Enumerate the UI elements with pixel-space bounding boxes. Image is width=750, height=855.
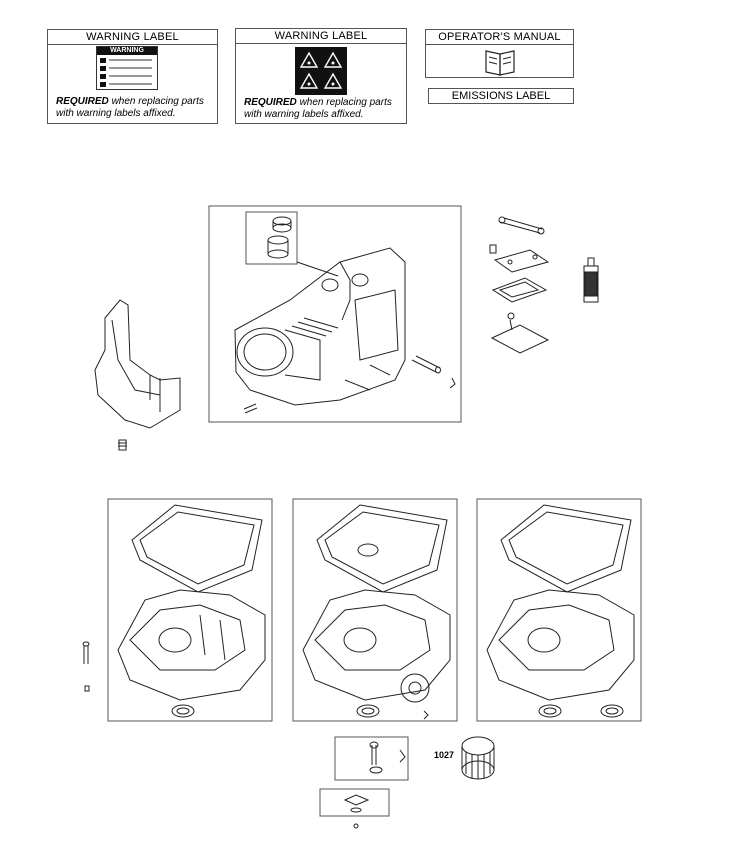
sump-gasket-icon-3 bbox=[500, 504, 632, 593]
oil-seal-icon-3 bbox=[538, 704, 562, 718]
oil-seal-icon-2 bbox=[356, 704, 380, 718]
breather-plate-icon bbox=[490, 312, 550, 354]
operators-manual-title: OPERATOR'S MANUAL bbox=[426, 30, 573, 45]
warning-label-box-1: WARNING LABEL WARNING REQUIRED when repl… bbox=[47, 29, 218, 124]
plug-icon bbox=[449, 377, 456, 389]
sump-frame-2 bbox=[292, 498, 458, 722]
small-clip-icon bbox=[423, 710, 429, 720]
oil-seal-icon-1 bbox=[171, 704, 195, 718]
sump-bolt-icon bbox=[82, 641, 90, 664]
required-line2-1: with warning labels affixed. bbox=[56, 108, 176, 119]
sump-icon-3 bbox=[486, 589, 635, 701]
bushing-inset-box bbox=[245, 211, 298, 265]
required-rest-2: when replacing parts bbox=[296, 97, 392, 108]
shroud-bracket-icon bbox=[94, 299, 181, 429]
screw-icon bbox=[118, 439, 127, 451]
breather-cover-icon bbox=[493, 249, 550, 273]
sticker-header-text: WARNING bbox=[97, 47, 157, 55]
oil-filter-part-number: 1027 bbox=[434, 750, 455, 760]
dipstick-icon bbox=[369, 741, 406, 774]
warning-label-title-2: WARNING LABEL bbox=[236, 29, 406, 44]
required-note-1: REQUIRED when replacing parts with warni… bbox=[56, 96, 204, 120]
sump-frame-3 bbox=[476, 498, 642, 722]
sump-frame-1 bbox=[107, 498, 273, 722]
small-washer-icon bbox=[353, 823, 359, 829]
hazard-symbols-icon bbox=[295, 47, 347, 95]
cylinder-block-frame bbox=[208, 205, 462, 423]
required-word-1: REQUIRED bbox=[56, 96, 109, 107]
oil-filter-icon bbox=[461, 736, 495, 780]
dowel-pin-icon bbox=[411, 355, 441, 374]
sticker-text-lines-icon bbox=[100, 58, 152, 87]
governor-gear-icon bbox=[357, 543, 379, 557]
drain-plug-box bbox=[319, 788, 390, 817]
sump-icon-2 bbox=[302, 589, 451, 703]
required-line2-2: with warning labels affixed. bbox=[244, 109, 364, 120]
required-note-2: REQUIRED when replacing parts with warni… bbox=[244, 97, 392, 121]
warning-label-box-2: WARNING LABEL REQUIRED when replacing pa… bbox=[235, 28, 407, 124]
cylinder-block-icon bbox=[234, 247, 406, 406]
sump-gasket-icon-1 bbox=[131, 504, 263, 593]
breather-tube-icon bbox=[498, 216, 545, 235]
emissions-label-title: EMISSIONS LABEL bbox=[451, 90, 551, 102]
o-ring-icon bbox=[600, 704, 624, 718]
sump-gasket-icon-2 bbox=[316, 504, 448, 593]
breather-gasket-icon bbox=[491, 277, 548, 303]
drain-plug-icon bbox=[343, 794, 370, 813]
warning-label-title-1: WARNING LABEL bbox=[48, 30, 217, 45]
washer-icon bbox=[84, 685, 90, 692]
required-rest-1: when replacing parts bbox=[108, 96, 204, 107]
bushing-icon bbox=[267, 216, 292, 259]
sealant-bottle-icon bbox=[583, 257, 599, 303]
operators-manual-box: OPERATOR'S MANUAL bbox=[425, 29, 574, 78]
dipstick-box bbox=[334, 736, 409, 781]
emissions-label-box: EMISSIONS LABEL bbox=[428, 88, 574, 104]
required-word-2: REQUIRED bbox=[244, 97, 297, 108]
sump-icon-1 bbox=[117, 589, 266, 701]
breather-screw-icon bbox=[489, 244, 497, 254]
warning-sticker-icon: WARNING bbox=[96, 46, 158, 90]
small-pin-icon bbox=[243, 403, 258, 414]
open-book-icon bbox=[485, 50, 515, 76]
